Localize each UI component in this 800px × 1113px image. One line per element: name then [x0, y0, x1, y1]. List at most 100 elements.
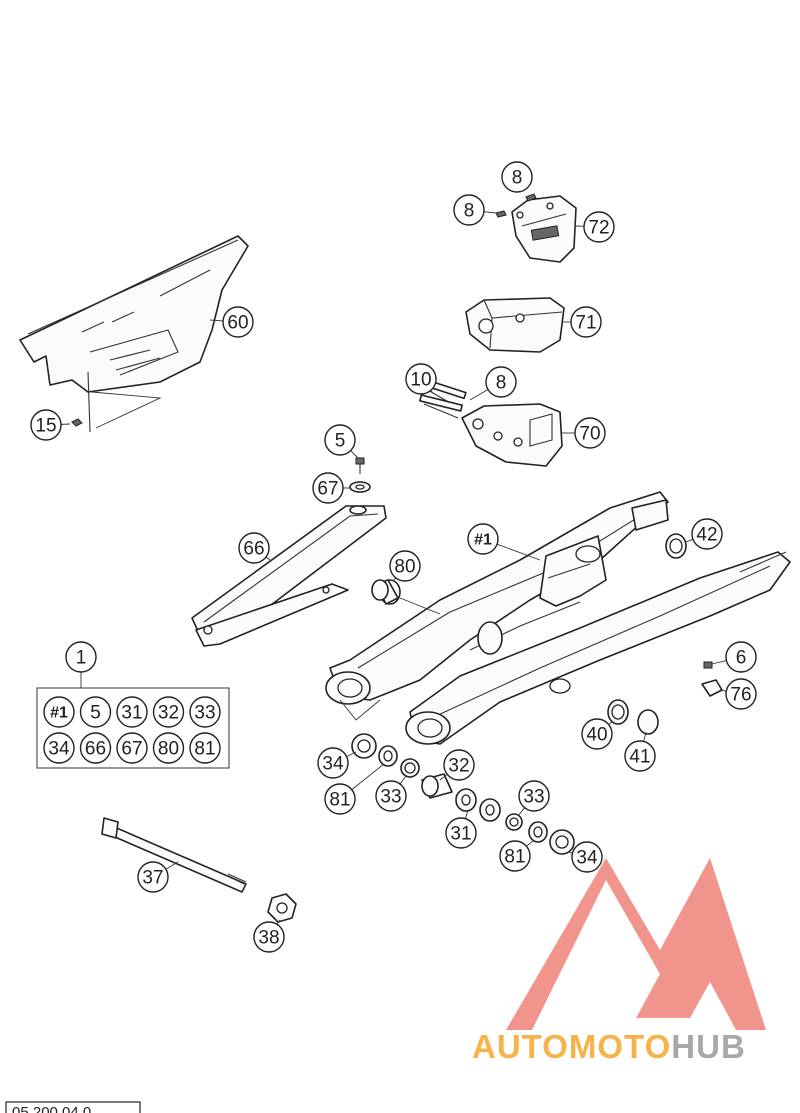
callout-label-c66: 66	[243, 539, 264, 560]
callout-label-c67: 67	[317, 479, 338, 500]
callout-c76: 76	[719, 678, 757, 710]
callout-c66: 66	[238, 532, 271, 564]
callout-label-c8c: 8	[496, 373, 507, 394]
pivot-bearing-stack	[351, 733, 575, 855]
callout-label-c33b: 33	[523, 787, 544, 808]
callout-label-c76: 76	[730, 685, 751, 706]
kit-item: 34	[43, 732, 75, 764]
callout-label-c6: 6	[736, 648, 747, 669]
callout-c60: 60	[209, 306, 254, 338]
callout-c6: 6	[711, 641, 757, 673]
callout-c38: 38	[253, 919, 285, 953]
watermark-text: AUTOMOTOHUB	[472, 1028, 746, 1065]
watermark-text-part2: HUB	[671, 1028, 746, 1065]
kit-item-label: 66	[85, 739, 106, 760]
diagram-code-tag: 05.200.04.0	[5, 1101, 141, 1113]
watermark-text-part1: AUTOMOTO	[472, 1028, 671, 1065]
watermark-logo	[506, 858, 766, 1030]
plug-part-42	[665, 533, 687, 559]
callout-c81a: 81	[324, 763, 385, 815]
bushing-part-80	[371, 579, 441, 615]
callout-label-c34b: 34	[576, 848, 598, 869]
kit-item: 5	[79, 696, 112, 728]
kit-item: 80	[152, 732, 185, 764]
kit-box	[36, 687, 230, 769]
kit-item: 33	[189, 696, 221, 728]
callout-cfrm: #1	[467, 523, 541, 561]
callout-label-c15: 15	[35, 416, 56, 437]
kit-item: 67	[116, 732, 148, 764]
chain-guide-part-71	[465, 297, 565, 353]
callout-c42: 42	[685, 518, 723, 550]
kit-item-label: 32	[158, 703, 179, 724]
callout-c1: 1	[65, 641, 97, 673]
callout-label-c8a: 8	[512, 168, 523, 189]
kit-item-label: 80	[158, 739, 179, 760]
callout-c33b: 33	[517, 780, 550, 817]
kit-item-label: #1	[50, 705, 68, 722]
callout-c37: 37	[137, 861, 179, 893]
callout-c67: 67	[312, 472, 350, 504]
callout-c72: 72	[575, 211, 615, 243]
callout-c34a: 34	[317, 747, 357, 779]
callout-label-c1: 1	[76, 648, 87, 669]
chain-guide-part-72	[495, 193, 577, 263]
callout-c32: 32	[439, 749, 475, 781]
callout-c70: 70	[562, 417, 606, 449]
callout-label-cfrm: #1	[474, 532, 492, 549]
callout-label-c40: 40	[586, 725, 607, 746]
callout-label-c10: 10	[410, 370, 431, 391]
callout-c81b: 81	[499, 839, 535, 872]
callout-label-c37: 37	[142, 868, 163, 889]
callout-c5: 5	[324, 424, 359, 459]
callout-label-c42: 42	[696, 525, 717, 546]
callout-label-c31: 31	[450, 824, 471, 845]
callout-label-c32: 32	[448, 756, 469, 777]
kit-item-label: 34	[48, 739, 70, 760]
callout-c8c: 8	[469, 366, 517, 401]
plug-parts-40-41	[607, 699, 659, 735]
nut-part	[267, 893, 297, 923]
callout-c8a: 8	[501, 161, 533, 193]
callout-c33a: 33	[375, 775, 407, 812]
kit-item: 32	[152, 696, 185, 728]
callout-c40: 40	[581, 718, 613, 750]
kit-item: 31	[116, 696, 148, 728]
kit-item-label: 5	[90, 703, 101, 724]
callout-c15: 15	[30, 409, 71, 441]
callout-c41: 41	[624, 731, 656, 772]
callout-c80: 80	[389, 550, 421, 582]
callout-label-c33a: 33	[380, 787, 401, 808]
kit-item-label: 33	[194, 703, 215, 724]
callout-c31: 31	[445, 809, 477, 849]
callout-c8b: 8	[453, 194, 497, 226]
callout-label-c81a: 81	[329, 790, 350, 811]
callout-label-c38: 38	[258, 928, 279, 949]
swingarm-part	[325, 491, 791, 745]
kit-item: #1	[43, 696, 75, 728]
pivot-shaft-part	[101, 817, 247, 893]
callout-label-c34a: 34	[322, 754, 344, 775]
callout-c10: 10	[405, 363, 437, 395]
callout-c34b: 34	[567, 841, 603, 873]
screw-clip-part	[701, 661, 723, 697]
callout-label-c5: 5	[335, 431, 346, 452]
callout-label-c72: 72	[588, 218, 609, 239]
screw-washer-part	[349, 457, 371, 493]
diagram-code: 05.200.04.0	[12, 1104, 91, 1113]
callout-label-c41: 41	[629, 747, 650, 768]
callout-label-c81b: 81	[504, 847, 525, 868]
callout-label-c80: 80	[394, 557, 415, 578]
kit-item: 81	[189, 732, 221, 764]
kit-item-label: 81	[194, 739, 215, 760]
kit-item: 66	[79, 732, 112, 764]
callout-label-c60: 60	[227, 313, 248, 334]
chain-slider-part	[191, 505, 387, 647]
callout-label-c8b: 8	[464, 201, 475, 222]
callout-label-c70: 70	[579, 424, 600, 445]
callout-c71: 71	[562, 306, 602, 338]
kit-item-label: 31	[121, 703, 142, 724]
kit-item-label: 67	[121, 739, 142, 760]
